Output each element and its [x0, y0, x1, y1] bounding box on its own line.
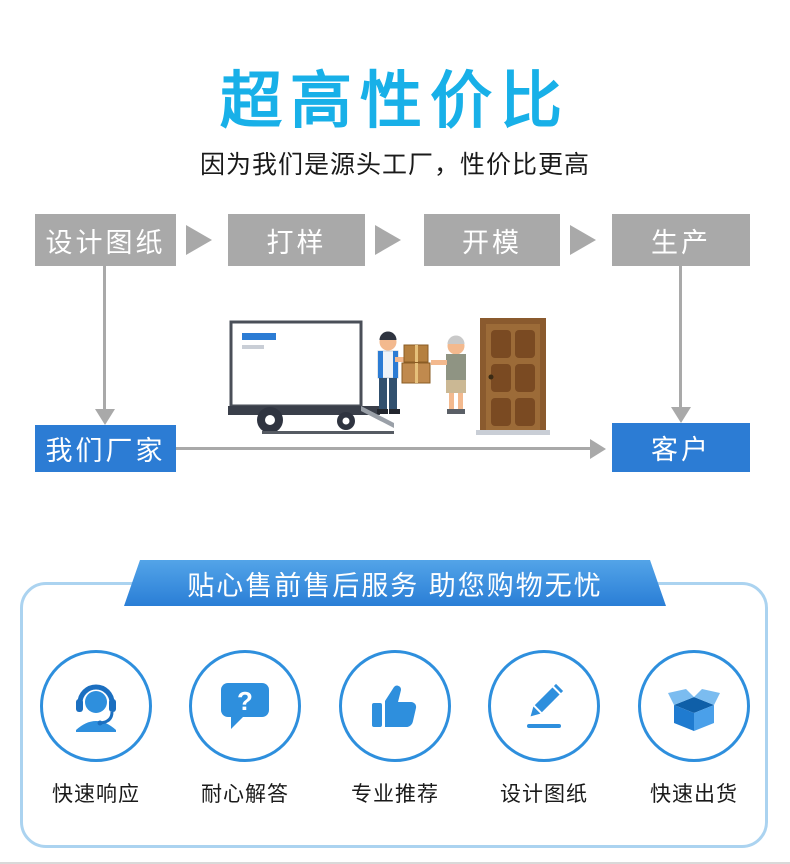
service-item-recommend: 专业推荐: [321, 650, 469, 808]
connector-design-to-factory: [103, 266, 106, 409]
factory-box: 我们厂家: [35, 425, 176, 472]
service-item-label: 快速出货: [650, 783, 738, 806]
connector-factory-to-customer: [176, 447, 590, 450]
service-item-label: 耐心解答: [201, 783, 289, 806]
open-box-icon: [638, 650, 750, 762]
flow-step-production: 生产: [612, 214, 750, 266]
flow-step-prototype: 打样: [228, 214, 365, 266]
flow-arrow-icon: [570, 225, 596, 255]
customer-box: 客户: [612, 423, 750, 472]
flow-arrow-icon: [186, 225, 212, 255]
flow-arrow-icon: [375, 225, 401, 255]
flow-step-design: 设计图纸: [35, 214, 176, 266]
door-icon: [476, 318, 550, 435]
service-banner: 贴心售前售后服务 助您购物无忧: [124, 560, 666, 606]
arrow-down-icon: [671, 407, 691, 423]
thumbs-up-icon: [339, 650, 451, 762]
page-title: 超高性价比: [219, 67, 570, 136]
service-item-label: 专业推荐: [351, 783, 439, 806]
question-glyph: ?: [237, 686, 253, 716]
delivery-illustration: [228, 318, 550, 435]
page-subtitle: 因为我们是源头工厂，性价比更高: [199, 151, 590, 179]
service-item-label: 快速响应: [52, 783, 140, 806]
pencil-ruler-icon: [488, 650, 600, 762]
service-item-label: 设计图纸: [500, 783, 588, 806]
headset-agent-icon: [40, 650, 152, 762]
question-bubble-icon: ?: [189, 650, 301, 762]
service-item-answers: ? 耐心解答: [171, 650, 319, 808]
delivery-person: [377, 331, 431, 414]
arrow-right-icon: [590, 439, 606, 459]
service-item-design: 设计图纸: [470, 650, 618, 808]
truck-icon: [228, 320, 394, 434]
bottom-divider: [0, 862, 790, 864]
customer-person: [431, 335, 466, 414]
connector-production-to-customer: [679, 266, 682, 407]
flow-step-mold: 开模: [424, 214, 560, 266]
service-item-shipping: 快速出货: [620, 650, 768, 808]
arrow-down-icon: [95, 409, 115, 425]
service-item-response: 快速响应: [22, 650, 170, 808]
